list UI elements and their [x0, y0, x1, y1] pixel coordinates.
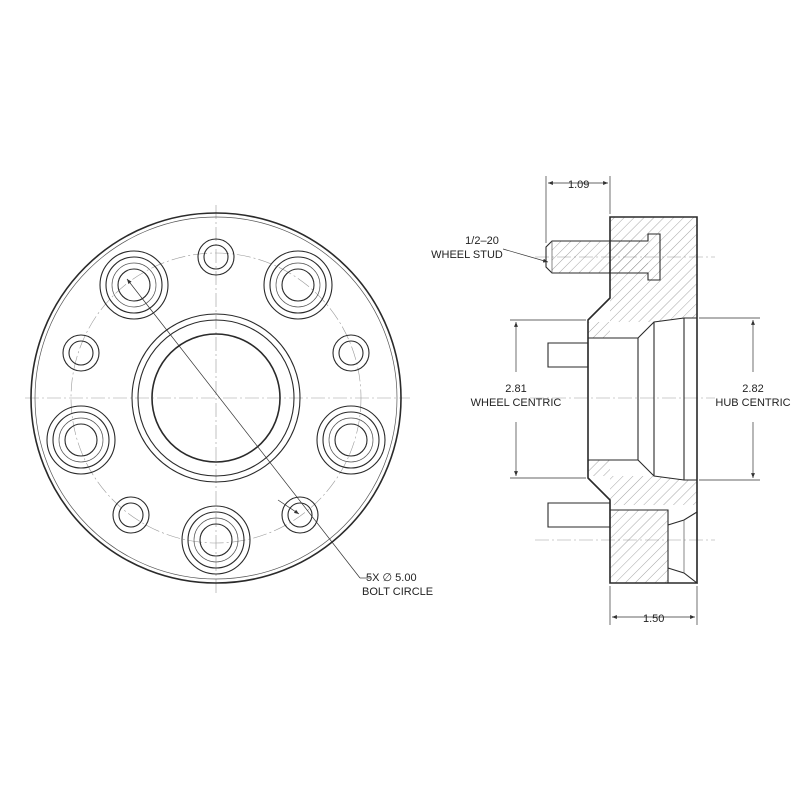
hub-hole-1	[197, 238, 235, 276]
section-hatch-bottom	[610, 476, 697, 505]
lug-nut-chamfer	[667, 511, 698, 585]
hub-hole-5	[281, 496, 319, 534]
bolt-circle-size-label: 5X ∅ 5.00	[366, 572, 417, 584]
wheel-stud-hole-4	[316, 405, 386, 475]
bore-taper-bottom	[637, 459, 697, 481]
wheel-stud-hole-1	[99, 250, 169, 320]
pilot-stud-lower	[547, 502, 611, 528]
spacer-body-outline	[587, 216, 698, 584]
hub-hole-3	[332, 334, 370, 372]
bolt-circle-name-label: BOLT CIRCLE	[362, 586, 433, 598]
side-view	[502, 176, 760, 625]
thickness-label: 1.50	[643, 613, 664, 625]
section-hatch-nut-pocket	[610, 510, 668, 583]
section-hatch-upper-bore	[588, 322, 610, 338]
stud-spec-label: 1/2–20	[465, 235, 499, 247]
bolt-circle-leader	[126, 278, 361, 579]
bolt-circle-centerline	[70, 252, 362, 544]
wheel-centric-value-label: 2.81	[505, 383, 526, 395]
wheel-stud-hatch	[552, 241, 648, 273]
bolt-circle-arrow-2	[277, 499, 300, 515]
bore-taper-top	[637, 317, 697, 339]
spacer-outer-edge	[30, 212, 402, 584]
front-view	[25, 205, 410, 595]
stud-name-label: WHEEL STUD	[431, 249, 503, 261]
hub-centric-value-label: 2.82	[742, 383, 763, 395]
wheel-stud-leader	[502, 248, 549, 263]
wheel-stud-hole-3	[46, 405, 116, 475]
lug-nut-pocket	[610, 509, 669, 583]
wheel-stud-hole-5	[181, 505, 251, 575]
wheel-centric-name-label: WHEEL CENTRIC	[471, 397, 562, 409]
spacer-outer-chamfer	[34, 216, 398, 580]
pilot-stud-upper	[547, 342, 589, 368]
center-bore-step	[137, 319, 295, 477]
section-hatch-lower-bore	[588, 460, 610, 476]
labels: 1.09 1.50 1/2–20 WHEEL STUD 5X ∅ 5.00 BO…	[362, 179, 791, 625]
center-bore-outer	[131, 313, 301, 483]
center-bore-inner	[151, 333, 281, 463]
hub-hole-4	[112, 496, 150, 534]
stud-length-label: 1.09	[568, 179, 589, 191]
wheel-stud-hole-2	[263, 250, 333, 320]
hub-centric-name-label: HUB CENTRIC	[715, 397, 790, 409]
hub-hole-2	[62, 334, 100, 372]
wheel-stud-top	[545, 233, 661, 281]
